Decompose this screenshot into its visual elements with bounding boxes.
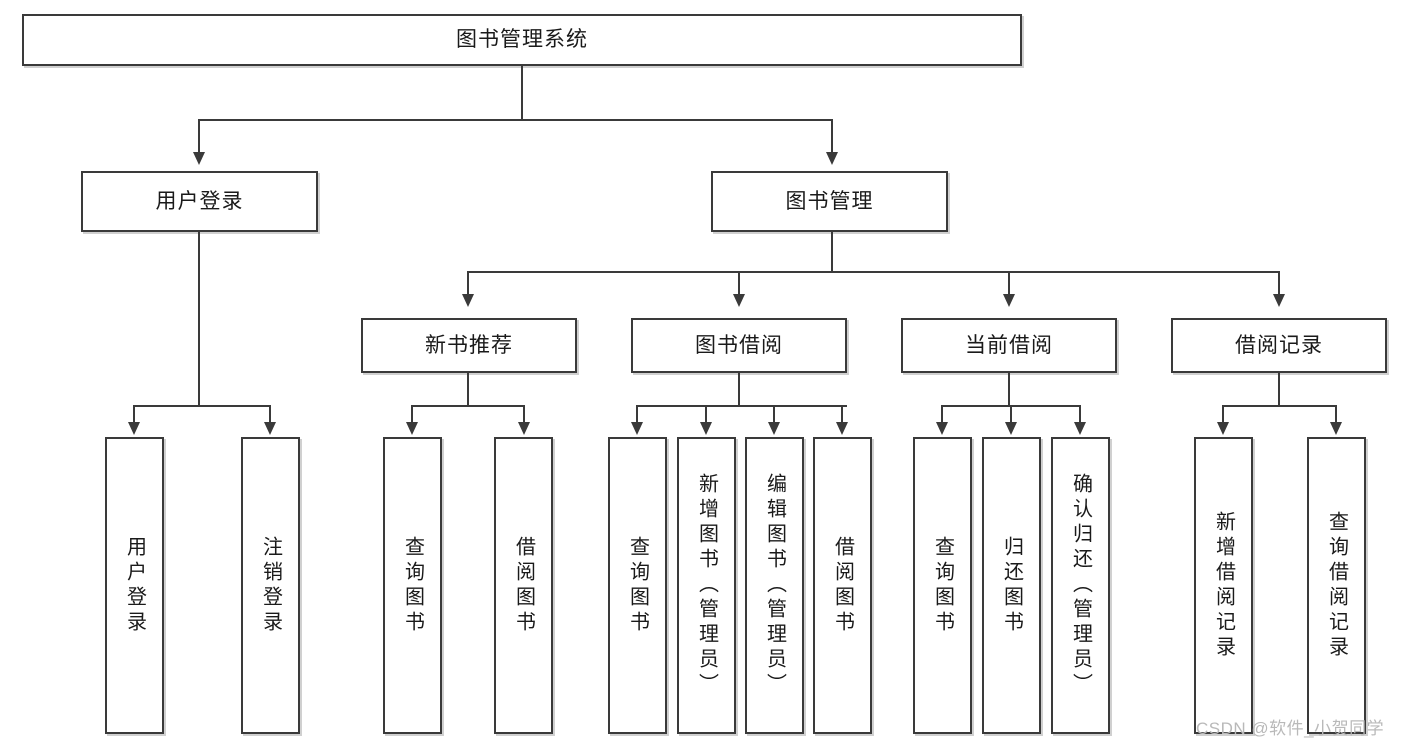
leaf-current-borrow-confirm-label: 确认归还（管理员） xyxy=(1069,473,1092,698)
leaf-borrow-record-query[interactable]: 查询借阅记录 xyxy=(1307,437,1366,734)
arrow-br-query xyxy=(1330,422,1342,435)
node-book-manage-label: 图书管理 xyxy=(785,189,874,213)
edge-drop-leaf-user-login xyxy=(133,405,135,425)
leaf-current-borrow-return-label: 归还图书 xyxy=(1000,535,1023,636)
node-root-label: 图书管理系统 xyxy=(456,28,588,52)
edge-book-borrow-bus xyxy=(636,405,847,407)
arrow-new-book xyxy=(462,294,474,307)
leaf-new-book-borrow[interactable]: 借阅图书 xyxy=(494,437,553,734)
leaf-book-borrow-query-label: 查询图书 xyxy=(626,535,649,636)
edge-current-borrow-stem xyxy=(1008,373,1010,406)
edge-drop-book-borrow xyxy=(738,271,740,297)
leaf-current-borrow-query[interactable]: 查询图书 xyxy=(913,437,972,734)
arrow-leaf-user-logout xyxy=(264,422,276,435)
edge-drop-nb-borrow xyxy=(523,405,525,425)
edge-drop-br-query xyxy=(1335,405,1337,425)
leaf-book-borrow-query[interactable]: 查询图书 xyxy=(608,437,667,734)
edge-drop-leaf-user-logout xyxy=(269,405,271,425)
arrow-current-borrow xyxy=(1003,294,1015,307)
leaf-new-book-query[interactable]: 查询图书 xyxy=(383,437,442,734)
edge-drop-br-add xyxy=(1222,405,1224,425)
arrow-bb-borrow xyxy=(836,422,848,435)
node-new-book-label: 新书推荐 xyxy=(425,333,513,357)
edge-drop-book-manage xyxy=(831,119,833,155)
edge-drop-nb-query xyxy=(411,405,413,425)
watermark: CSDN @软件_小贺同学 xyxy=(1196,719,1385,738)
edge-level2-bus xyxy=(198,119,833,121)
node-book-borrow-label: 图书借阅 xyxy=(695,333,783,357)
arrow-br-add xyxy=(1217,422,1229,435)
leaf-book-borrow-add[interactable]: 新增图书（管理员） xyxy=(677,437,736,734)
leaf-book-borrow-edit[interactable]: 编辑图书（管理员） xyxy=(745,437,804,734)
edge-root-stem xyxy=(521,66,523,120)
node-book-borrow[interactable]: 图书借阅 xyxy=(631,318,847,373)
edge-user-login-stem xyxy=(198,232,200,406)
leaf-current-borrow-query-label: 查询图书 xyxy=(931,535,954,636)
edge-borrow-record-stem xyxy=(1278,373,1280,406)
edge-user-login-bus xyxy=(133,405,270,407)
leaf-borrow-record-add[interactable]: 新增借阅记录 xyxy=(1194,437,1253,734)
edge-borrow-record-bus xyxy=(1222,405,1336,407)
edge-book-borrow-stem xyxy=(738,373,740,406)
edge-level3-bus xyxy=(467,271,1280,273)
edge-drop-cb-confirm xyxy=(1079,405,1081,425)
leaf-current-borrow-confirm[interactable]: 确认归还（管理员） xyxy=(1051,437,1110,734)
arrow-cb-query xyxy=(936,422,948,435)
node-current-borrow-label: 当前借阅 xyxy=(965,333,1053,357)
edge-drop-bb-add xyxy=(705,405,707,425)
edge-drop-bb-borrow xyxy=(841,405,843,425)
node-book-manage[interactable]: 图书管理 xyxy=(711,171,948,232)
arrow-book-borrow xyxy=(733,294,745,307)
leaf-new-book-query-label: 查询图书 xyxy=(401,535,424,636)
leaf-new-book-borrow-label: 借阅图书 xyxy=(512,535,535,636)
leaf-current-borrow-return[interactable]: 归还图书 xyxy=(982,437,1041,734)
leaf-borrow-record-add-label: 新增借阅记录 xyxy=(1212,510,1235,661)
node-borrow-record-label: 借阅记录 xyxy=(1235,333,1323,357)
edge-book-manage-stem xyxy=(831,232,833,272)
leaf-user-logout-label: 注销登录 xyxy=(259,535,282,636)
edge-drop-bb-query xyxy=(636,405,638,425)
arrow-bb-edit xyxy=(768,422,780,435)
leaf-book-borrow-borrow[interactable]: 借阅图书 xyxy=(813,437,872,734)
leaf-user-logout[interactable]: 注销登录 xyxy=(241,437,300,734)
arrow-nb-query xyxy=(406,422,418,435)
edge-new-book-bus xyxy=(411,405,524,407)
arrow-bb-add xyxy=(700,422,712,435)
node-current-borrow[interactable]: 当前借阅 xyxy=(901,318,1117,373)
edge-drop-borrow-record xyxy=(1278,271,1280,297)
leaf-book-borrow-add-label: 新增图书（管理员） xyxy=(695,473,718,698)
edge-drop-user-login xyxy=(198,119,200,155)
arrow-borrow-record xyxy=(1273,294,1285,307)
node-root[interactable]: 图书管理系统 xyxy=(22,14,1022,66)
arrow-leaf-user-login xyxy=(128,422,140,435)
edge-new-book-stem xyxy=(467,373,469,406)
node-new-book[interactable]: 新书推荐 xyxy=(361,318,577,373)
leaf-user-login[interactable]: 用户登录 xyxy=(105,437,164,734)
edge-drop-cb-query xyxy=(941,405,943,425)
edge-drop-bb-edit xyxy=(773,405,775,425)
node-user-login[interactable]: 用户登录 xyxy=(81,171,318,232)
arrow-cb-confirm xyxy=(1074,422,1086,435)
leaf-user-login-label: 用户登录 xyxy=(123,535,146,636)
leaf-borrow-record-query-label: 查询借阅记录 xyxy=(1325,510,1348,661)
leaf-book-borrow-borrow-label: 借阅图书 xyxy=(831,535,854,636)
edge-drop-current-borrow xyxy=(1008,271,1010,297)
arrow-nb-borrow xyxy=(518,422,530,435)
arrow-bb-query xyxy=(631,422,643,435)
arrow-book-manage xyxy=(826,152,838,165)
edge-drop-new-book xyxy=(467,271,469,297)
arrow-cb-return xyxy=(1005,422,1017,435)
arrow-user-login xyxy=(193,152,205,165)
node-borrow-record[interactable]: 借阅记录 xyxy=(1171,318,1387,373)
edge-drop-cb-return xyxy=(1010,405,1012,425)
leaf-book-borrow-edit-label: 编辑图书（管理员） xyxy=(763,473,786,698)
node-user-login-label: 用户登录 xyxy=(155,189,244,213)
